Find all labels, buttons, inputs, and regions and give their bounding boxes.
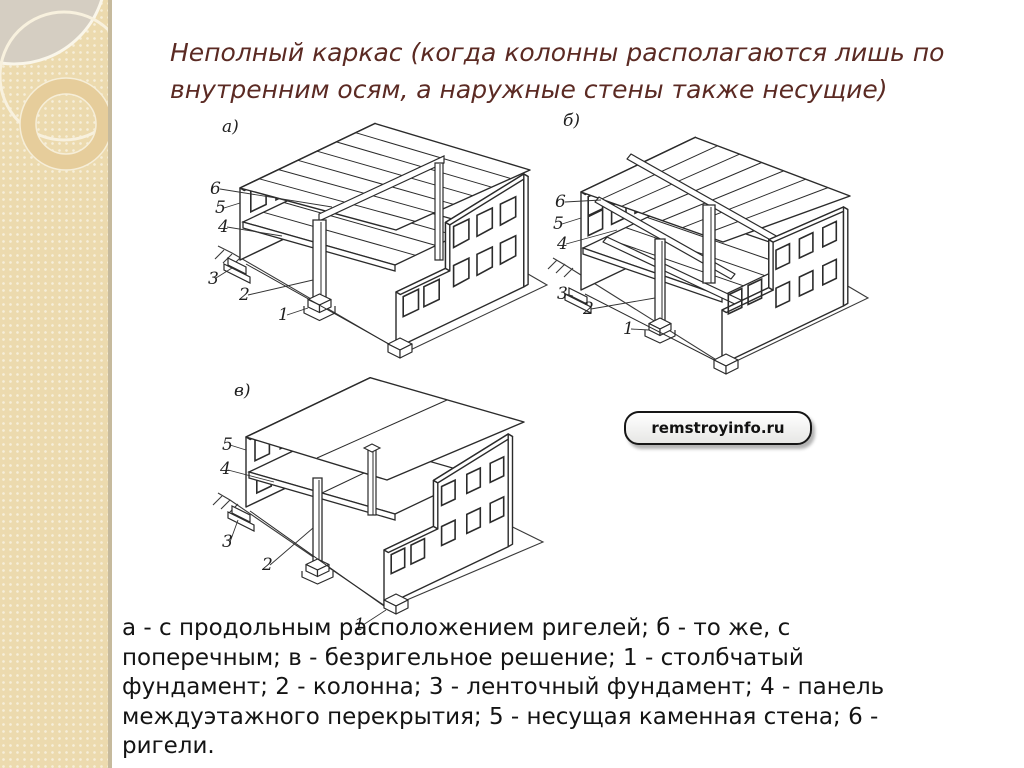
callout-6: 6 — [555, 192, 566, 212]
callout-1: 1 — [623, 319, 634, 339]
callout-4: 4 — [219, 459, 231, 479]
building-sketch-a — [214, 122, 549, 359]
page-title: Неполный каркас (когда колонны располага… — [170, 34, 1010, 108]
callout-2: 2 — [261, 555, 273, 575]
building-sketch-v — [212, 377, 545, 626]
side-decor-band — [0, 0, 112, 768]
callout-6: 6 — [210, 179, 221, 199]
figure-caption: а - с продольным расположением ригелей; … — [122, 615, 885, 760]
figure-letter-a: а) — [222, 117, 239, 137]
decor-circles-icon — [0, 0, 108, 171]
title-line-1: Неполный каркас (когда колонны располага… — [170, 38, 945, 67]
figure-letter-b: б) — [563, 111, 580, 131]
figure-letter-v: в) — [234, 381, 251, 401]
watermark-badge[interactable]: remstroyinfo.ru — [624, 411, 812, 445]
callout-3: 3 — [208, 269, 219, 289]
diagram-b-transverse-girders: б) 6 5 4 3 2 1 — [547, 111, 870, 375]
callout-1: 1 — [354, 615, 365, 635]
callout-3: 3 — [557, 284, 568, 304]
watermark-text: remstroyinfo.ru — [651, 419, 785, 437]
diagram-v-girderless: в) 5 4 3 2 1 — [212, 377, 545, 635]
callout-3: 3 — [222, 532, 233, 552]
callout-5: 5 — [222, 435, 233, 455]
title-line-2: внутренним осям, а наружные стены также … — [170, 75, 888, 104]
callout-5: 5 — [553, 214, 564, 234]
callout-1: 1 — [278, 305, 289, 325]
callout-2: 2 — [238, 285, 250, 305]
callout-2: 2 — [582, 299, 594, 319]
callout-4: 4 — [217, 217, 229, 237]
callout-5: 5 — [215, 198, 226, 218]
building-sketch-b — [547, 136, 870, 375]
diagram-a-longitudinal-girders: а) 6 5 4 3 2 1 — [208, 117, 549, 359]
callout-4: 4 — [556, 234, 568, 254]
